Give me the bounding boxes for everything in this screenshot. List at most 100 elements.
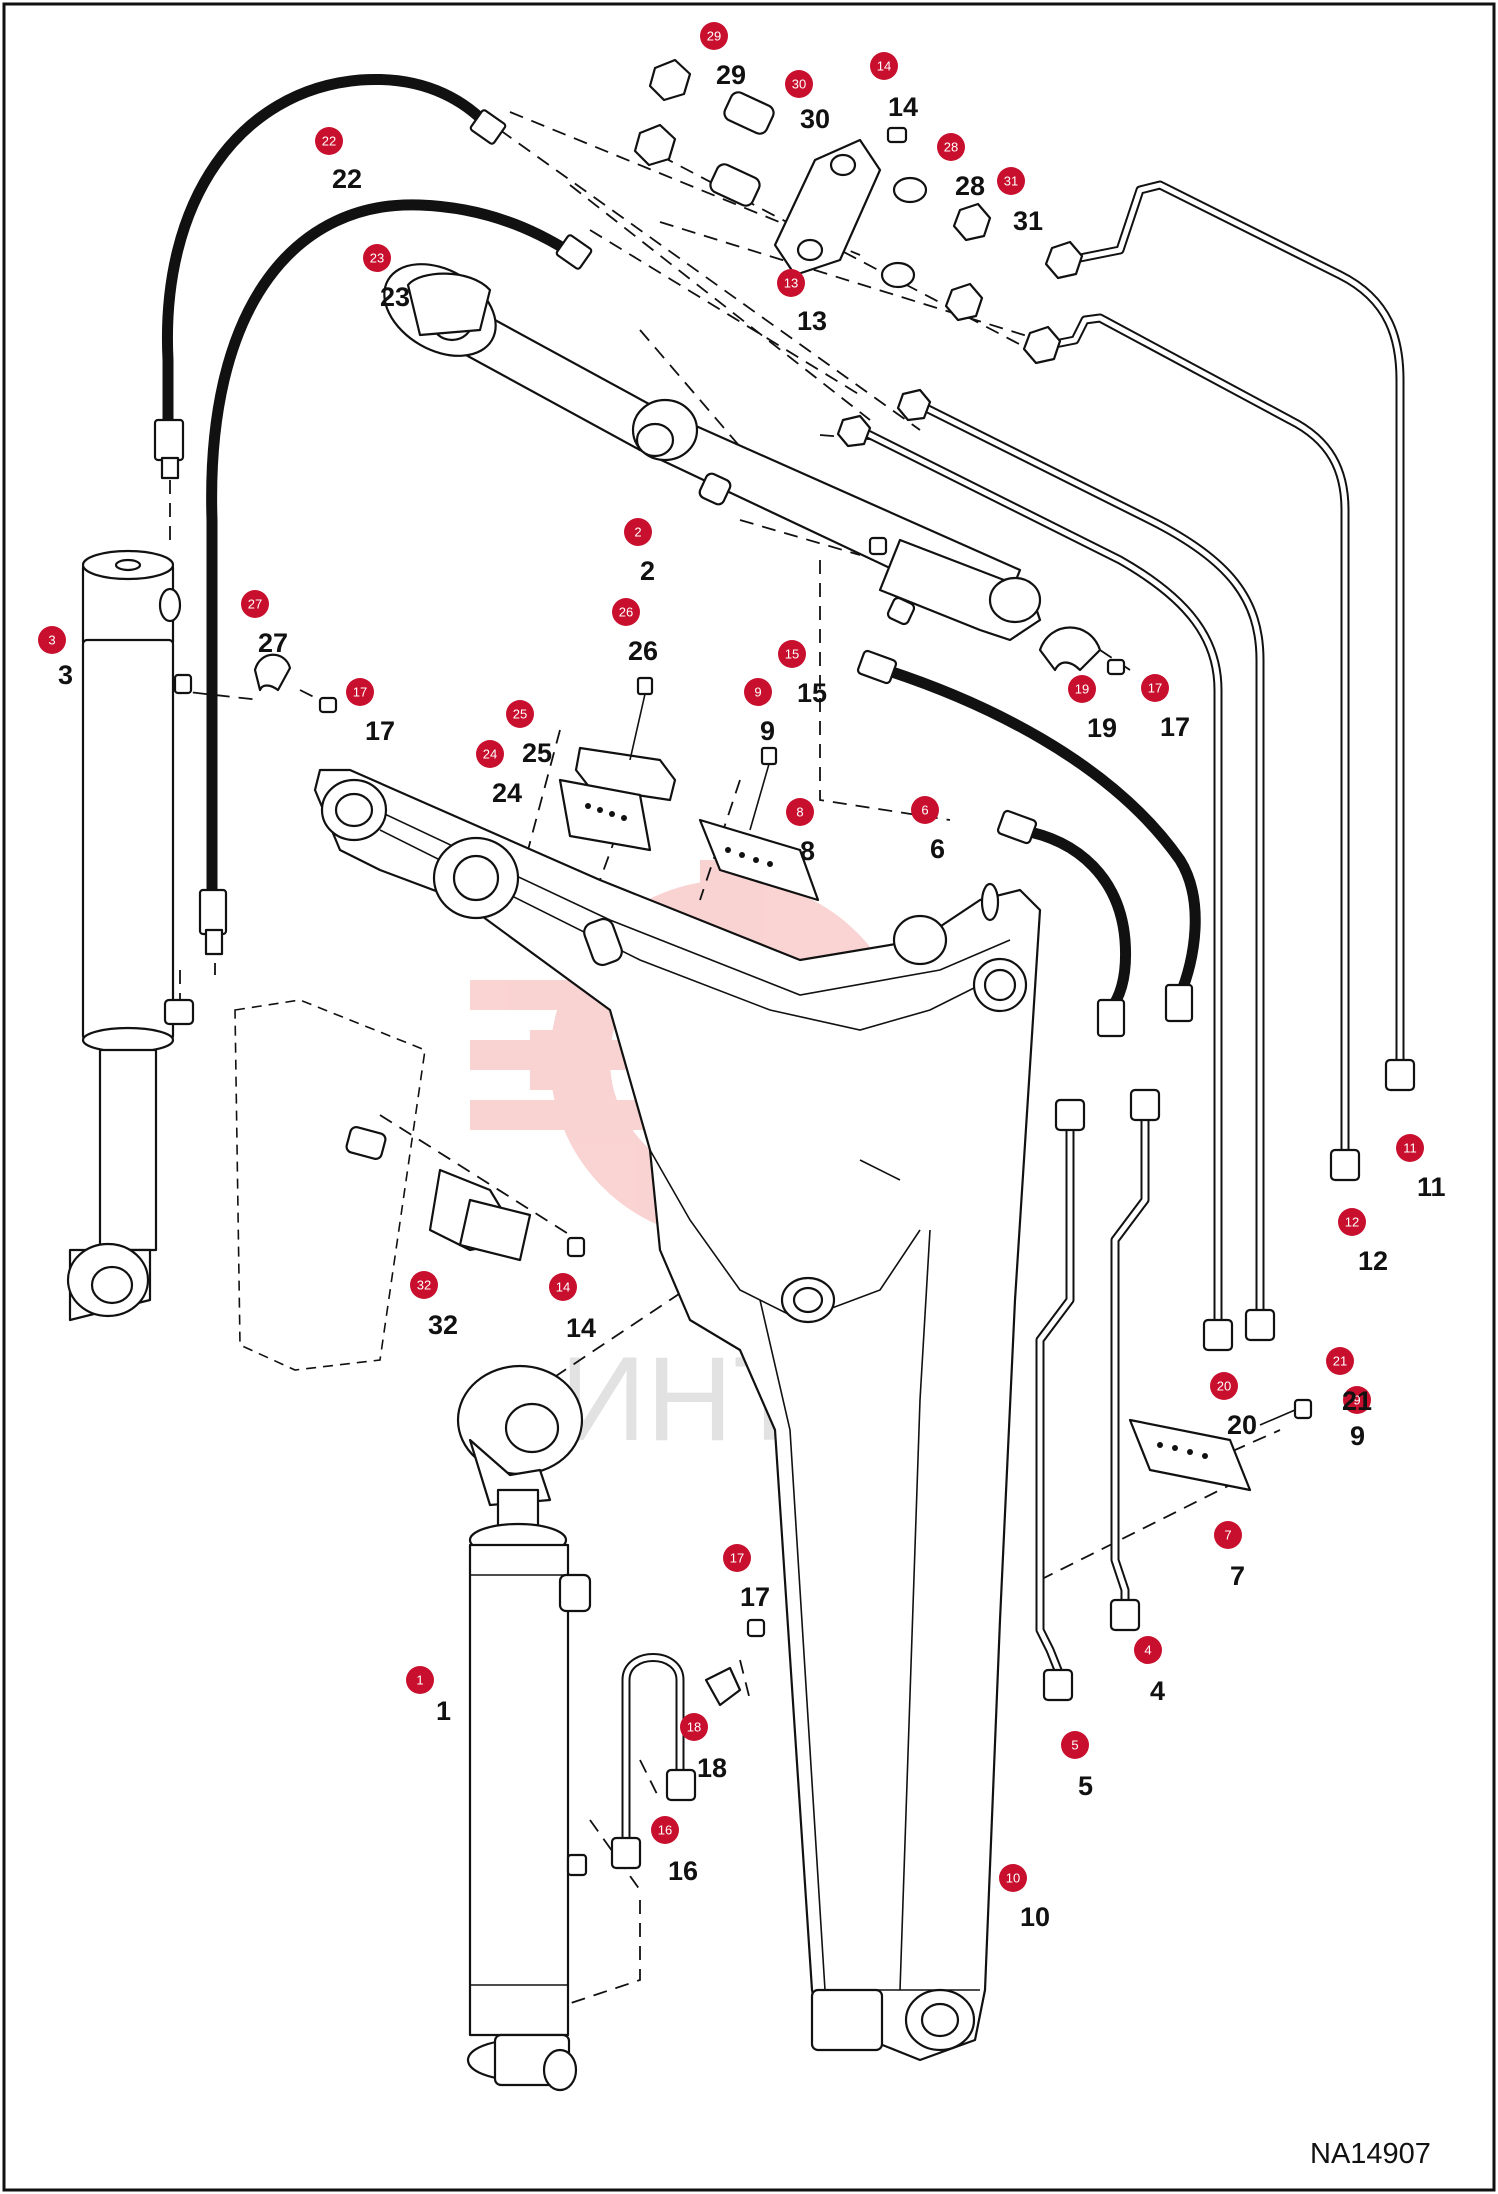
callout-marker-number: 29: [707, 29, 721, 44]
hose-15: [874, 662, 1201, 1001]
callout-31: 31 31: [997, 167, 1043, 236]
part-number-label: 23: [380, 282, 410, 312]
callout-5: 55: [1061, 1731, 1093, 1801]
part-number-label: 14: [566, 1313, 596, 1343]
part-number-label: 27: [258, 628, 288, 658]
boom-part-10: [313, 768, 1042, 2062]
part-number-label: 24: [492, 778, 522, 808]
drawing-code: NA14907: [1310, 2138, 1431, 2170]
tube-part-16: [610, 1653, 697, 1870]
part-number-label: 5: [1078, 1771, 1093, 1801]
part-number-label: 4: [1150, 1676, 1165, 1706]
callout-marker-number: 25: [513, 707, 527, 722]
part-number-label: 14: [888, 92, 918, 122]
callout-21: 21 21: [1326, 1347, 1372, 1416]
callout-14: 14 14: [870, 52, 918, 122]
callout-marker: [1214, 1521, 1242, 1549]
callout-marker-number: 8: [796, 805, 803, 820]
callout-10: 10 10: [999, 1864, 1050, 1932]
callout-9: 99: [1343, 1386, 1371, 1451]
callout-marker-number: 15: [785, 647, 799, 662]
callout-marker: [870, 52, 898, 80]
callout-marker-number: 3: [48, 633, 55, 648]
callout-marker: [937, 133, 965, 161]
callout-marker: [911, 796, 939, 824]
callout-25: 25 25: [506, 700, 552, 768]
part-number-label: 10: [1020, 1902, 1050, 1932]
part-number-label: 17: [1160, 712, 1190, 742]
part-number-label: 28: [955, 171, 985, 201]
part-number-label: 1: [436, 1696, 451, 1726]
callout-marker: [1338, 1208, 1366, 1236]
callout-marker: [744, 678, 772, 706]
callout-marker-number: 17: [730, 1551, 744, 1566]
callout-marker: [680, 1713, 708, 1741]
callout-marker: [410, 1271, 438, 1299]
part-number-label: 2: [640, 556, 655, 586]
hydraulic-hoses: [153, 73, 1201, 1038]
callout-marker-number: 6: [921, 803, 928, 818]
part-number-label: 25: [522, 738, 552, 768]
callout-marker: [1061, 1731, 1089, 1759]
callout-marker: [315, 127, 343, 155]
callout-marker: [1326, 1347, 1354, 1375]
callout-marker: [406, 1666, 434, 1694]
callout-marker-number: 21: [1333, 1354, 1347, 1369]
callout-marker: [612, 598, 640, 626]
callout-marker: [999, 1864, 1027, 1892]
part-number-label: 3: [58, 660, 73, 690]
callout-marker-number: 10: [1006, 1871, 1020, 1886]
callout-marker-number: 9: [1353, 1393, 1360, 1408]
part-number-label: 32: [428, 1310, 458, 1340]
part-callouts: 1122334455667788999910101111121213131414…: [38, 22, 1446, 1932]
part-number-label: 6: [930, 834, 945, 864]
callout-marker-number: 14: [556, 1280, 570, 1295]
callout-2: 22: [624, 518, 655, 586]
part-number-label: 20: [1227, 1410, 1257, 1440]
callout-marker-number: 14: [877, 59, 891, 74]
callout-marker-number: 4: [1144, 1643, 1151, 1658]
callout-marker-number: 12: [1345, 1215, 1359, 1230]
part-number-label: 15: [797, 678, 827, 708]
part-number-label: 8: [800, 836, 815, 866]
callout-marker: [778, 640, 806, 668]
part-number-label: 7: [1230, 1561, 1245, 1591]
callout-marker-number: 31: [1004, 174, 1018, 189]
callout-marker: [38, 626, 66, 654]
callout-marker: [1343, 1386, 1371, 1414]
arm-cylinder-part-2: [383, 263, 1042, 642]
callout-marker-number: 17: [1148, 681, 1162, 696]
part-number-label: 19: [1087, 713, 1117, 743]
callout-marker-number: 2: [634, 525, 641, 540]
callout-marker-number: 7: [1224, 1528, 1231, 1543]
callout-marker-number: 32: [417, 1278, 431, 1293]
boom-cylinder-part-1: [456, 1364, 592, 2092]
part-number-label: 17: [365, 716, 395, 746]
callout-14: 14 14: [549, 1273, 596, 1343]
part-number-label: 21: [1342, 1386, 1372, 1416]
part-number-label: 30: [800, 104, 830, 134]
callout-marker: [346, 678, 374, 706]
steel-tubes: [836, 180, 1416, 1702]
callout-6: 66: [911, 796, 945, 864]
callout-marker: [1396, 1134, 1424, 1162]
callout-marker-number: 22: [322, 134, 336, 149]
callout-marker: [506, 700, 534, 728]
hose-23: [206, 199, 581, 901]
part-number-label: 11: [1417, 1172, 1446, 1202]
part-number-label: 31: [1013, 206, 1043, 236]
callout-4: 44: [1134, 1636, 1165, 1706]
callout-marker-number: 27: [248, 597, 262, 612]
